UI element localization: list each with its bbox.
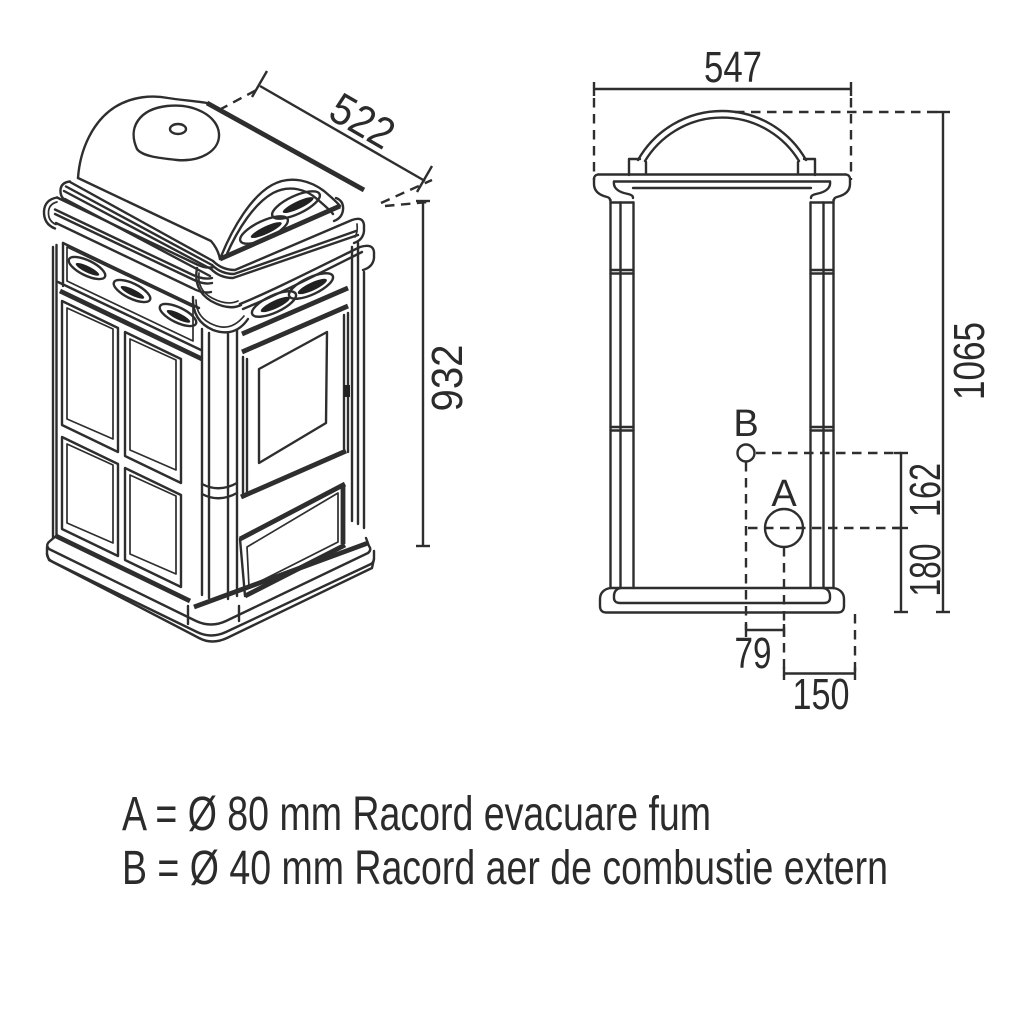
- svg-text:B: B: [733, 403, 758, 445]
- svg-text:150: 150: [793, 670, 850, 719]
- svg-text:1065: 1065: [945, 322, 994, 400]
- svg-text:A: A: [771, 473, 797, 515]
- svg-text:547: 547: [704, 43, 762, 92]
- svg-text:162: 162: [901, 463, 950, 517]
- svg-text:A = Ø 80 mm Racord evacuare fu: A = Ø 80 mm Racord evacuare fum: [122, 788, 711, 841]
- svg-text:932: 932: [423, 345, 472, 412]
- svg-text:79: 79: [735, 629, 772, 678]
- svg-text:180: 180: [901, 544, 950, 597]
- svg-text:B = Ø 40 mm Racord aer de comb: B = Ø 40 mm Racord aer de combustie exte…: [122, 842, 888, 895]
